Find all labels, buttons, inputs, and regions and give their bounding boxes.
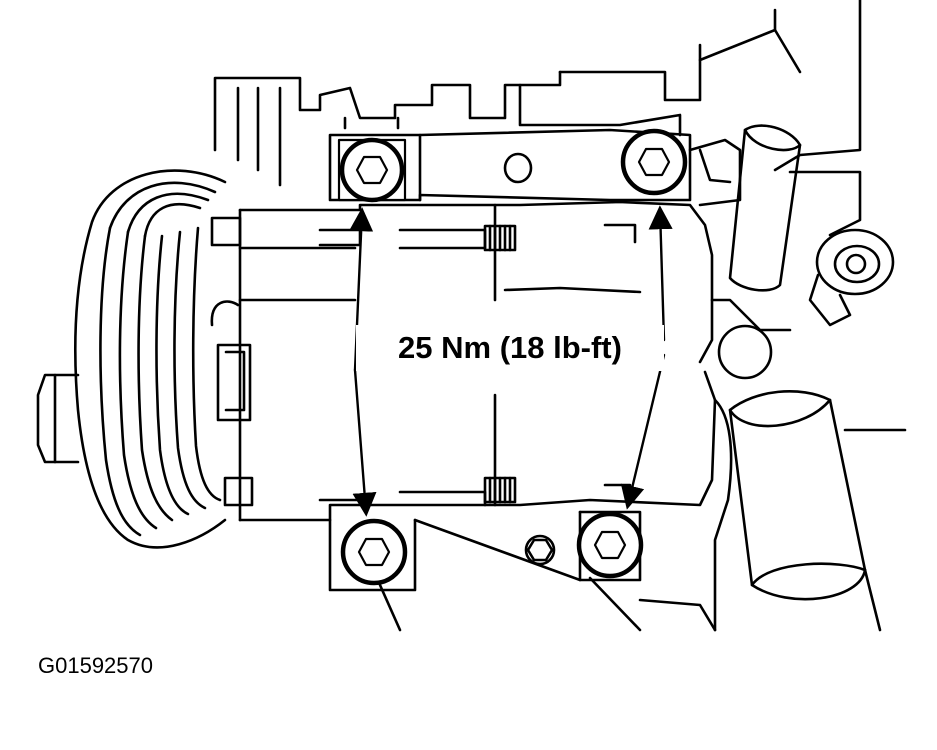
mounting-bolt-upper-right bbox=[620, 128, 688, 196]
mounting-bolt-lower-right bbox=[576, 511, 644, 579]
mounting-bolt-lower-left bbox=[340, 518, 408, 586]
mounting-bolt-upper-left bbox=[337, 137, 407, 203]
arrow-to-upper-right-bolt bbox=[648, 205, 673, 342]
engine-background-outline bbox=[213, 0, 862, 237]
arrow-to-lower-left-bolt bbox=[352, 368, 377, 517]
compressor-pulley bbox=[36, 169, 227, 549]
clutch-connector bbox=[210, 300, 252, 422]
through-bolts bbox=[483, 224, 517, 504]
arrow-to-lower-right-bolt bbox=[620, 353, 666, 510]
clutch-hub bbox=[210, 208, 254, 522]
torque-spec-label: 25 Nm (18 lb-ft) bbox=[356, 325, 664, 371]
receiver-drier bbox=[638, 390, 907, 632]
right-side-tube bbox=[710, 124, 895, 380]
mounting-bracket-lower bbox=[328, 510, 642, 632]
figure-id: G01592570 bbox=[38, 653, 153, 678]
